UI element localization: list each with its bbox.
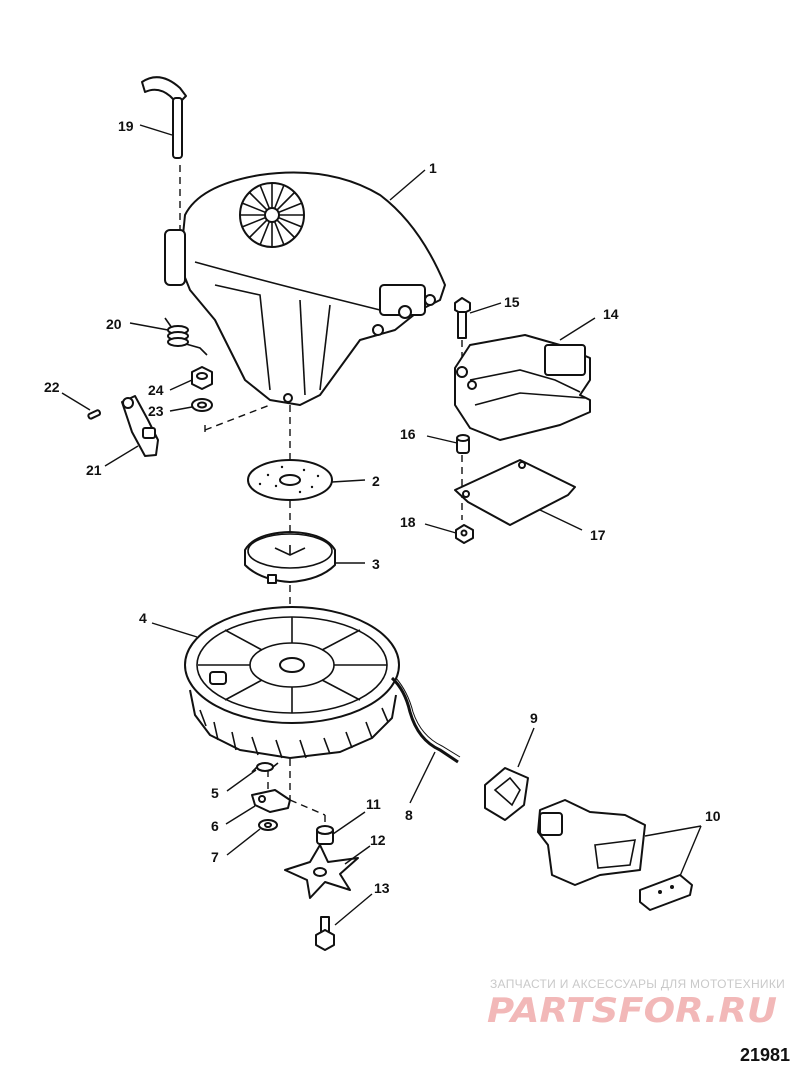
watermark-logo: PARTSFOR.RU: [487, 991, 777, 1031]
part-22-roll-pin: [87, 409, 102, 420]
callout-18: 18: [400, 514, 416, 530]
callout-17: 17: [590, 527, 606, 543]
part-10-starter-handle: [537, 799, 646, 886]
callout-leaders: [61, 124, 702, 926]
callout-2: 2: [372, 473, 380, 489]
part-11-bushing: [316, 825, 334, 845]
part-9-handle-insert: [484, 767, 529, 821]
callout-4: 4: [139, 610, 147, 626]
callout-20: 20: [106, 316, 122, 332]
part-5-pawl-spring: [251, 762, 279, 773]
part-14-bracket: [454, 334, 591, 441]
callout-12: 12: [370, 832, 386, 848]
callout-13: 13: [374, 880, 390, 896]
callout-15: 15: [504, 294, 520, 310]
callout-19: 19: [118, 118, 134, 134]
part-15-bolt: [454, 297, 471, 339]
callout-16: 16: [400, 426, 416, 442]
part-18-nut: [455, 524, 474, 544]
part-4-pulley: [184, 606, 400, 759]
callout-10: 10: [705, 808, 721, 824]
callout-14: 14: [603, 306, 619, 322]
part-8-starter-rope: [390, 676, 461, 764]
part-20-spring: [164, 317, 208, 356]
callout-21: 21: [86, 462, 102, 478]
part-1-starter-housing: [164, 171, 446, 406]
part-24-nut: [191, 366, 213, 390]
part-6-pawl: [251, 789, 291, 813]
callout-3: 3: [372, 556, 380, 572]
part-13-screw: [315, 916, 335, 951]
callout-1: 1: [429, 160, 437, 176]
part-17-gasket: [454, 459, 576, 526]
callout-9: 9: [530, 710, 538, 726]
watermark: ЗАПЧАСТИ И АКСЕССУАРЫ ДЛЯ МОТОТЕХНИКИ PA…: [487, 977, 785, 1031]
part-21-lever: [121, 395, 159, 457]
callout-6: 6: [211, 818, 219, 834]
callout-11: 11: [366, 796, 381, 812]
part-23-washer: [191, 398, 213, 412]
watermark-tagline: ЗАПЧАСТИ И АКСЕССУАРЫ ДЛЯ МОТОТЕХНИКИ: [490, 977, 785, 991]
part-10-handle-plug: [639, 874, 693, 911]
callout-labels: 19 1 20 22 24 23 21 2 3 14 15 16 17 18 4…: [44, 118, 721, 896]
figure-number: 21981: [740, 1045, 790, 1065]
callout-23: 23: [148, 403, 164, 419]
callout-5: 5: [211, 785, 219, 801]
callout-7: 7: [211, 849, 219, 865]
housing-vent-rosette: [239, 182, 305, 248]
callout-8: 8: [405, 807, 413, 823]
part-7-washer: [258, 819, 278, 831]
part-2-friction-plate: [247, 459, 333, 501]
part-16-spacer: [456, 434, 470, 454]
part-12-drive-plate: [284, 844, 359, 899]
callout-22: 22: [44, 379, 60, 395]
part-3-retainer: [244, 531, 336, 584]
part-19-pin: [141, 76, 187, 159]
callout-24: 24: [148, 382, 164, 398]
